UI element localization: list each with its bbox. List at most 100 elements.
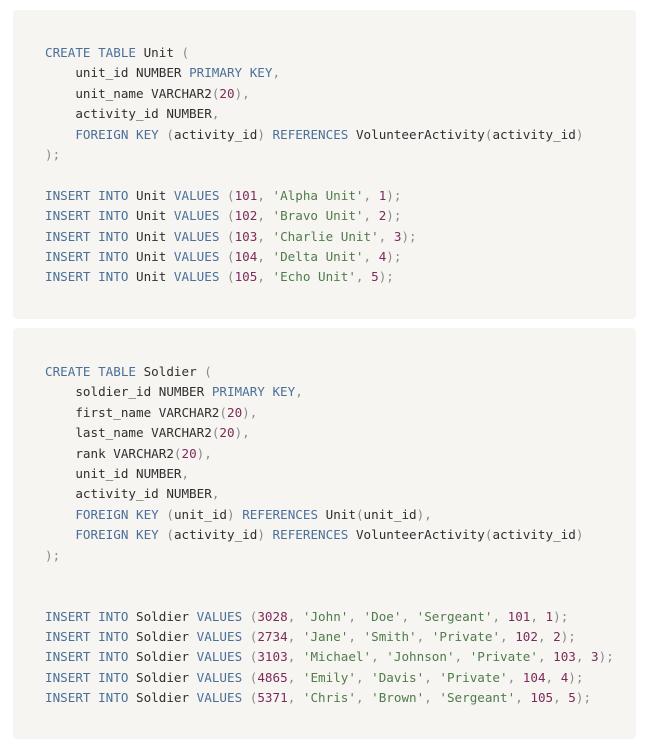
sql-punctuation: ( [355, 506, 364, 522]
sql-number: 5 [371, 269, 379, 285]
sql-punctuation: ) [575, 126, 584, 142]
sql-number: 2 [553, 629, 561, 645]
sql-punctuation: , [424, 669, 440, 685]
sql-number: 3028 [257, 608, 288, 624]
code-block-unit-table[interactable]: CREATE TABLE Unit ( unit_id NUMBER PRIMA… [13, 10, 636, 319]
code-line: CREATE TABLE Soldier ( [45, 362, 636, 382]
sql-punctuation: ); [45, 146, 61, 162]
sql-string: 'Private' [439, 669, 508, 685]
sql-keyword: FOREIGN KEY [75, 126, 159, 142]
sql-identifier: activity_id [173, 126, 258, 142]
sql-identifier: Soldier [128, 608, 197, 624]
sql-punctuation: , [492, 608, 508, 624]
code-line: ); [45, 546, 636, 566]
sql-keyword: FOREIGN KEY [75, 527, 159, 543]
sql-number: 2734 [257, 629, 288, 645]
sql-number: 3 [591, 649, 599, 665]
code-line: FOREIGN KEY (activity_id) REFERENCES Vol… [45, 525, 636, 545]
sql-identifier: Unit [128, 187, 174, 203]
sql-punctuation: ( [227, 187, 235, 203]
sql-punctuation: ), [416, 506, 432, 522]
sql-string: 'Doe' [363, 608, 402, 624]
sql-punctuation: ( [249, 649, 258, 665]
sql-number: 20 [181, 445, 197, 461]
sql-identifier: activity_id NUMBER [45, 486, 212, 502]
sql-identifier: Soldier [128, 690, 197, 706]
sql-string: 'Brown' [371, 690, 425, 706]
sql-punctuation: ), [234, 425, 250, 441]
sql-identifier: Soldier [128, 669, 197, 685]
code-line: CREATE TABLE Unit ( [45, 43, 636, 63]
sql-identifier: unit_id [173, 506, 228, 522]
sql-punctuation: , [295, 384, 303, 400]
sql-identifier [219, 208, 227, 223]
code-block-soldier-table[interactable]: CREATE TABLE Soldier ( soldier_id NUMBER… [13, 328, 636, 739]
sql-keyword: CREATE TABLE [45, 364, 136, 379]
sql-punctuation: , [545, 669, 561, 685]
sql-punctuation: ( [249, 669, 258, 685]
sql-identifier: Soldier [136, 364, 205, 379]
sql-punctuation: , [257, 228, 273, 244]
sql-string: 'Delta Unit' [272, 248, 364, 264]
sql-string: 'Michael' [302, 649, 372, 665]
sql-punctuation: , [287, 629, 303, 645]
sql-number: 101 [507, 608, 531, 624]
sql-keyword: VALUES [196, 608, 243, 624]
sql-punctuation: ), [242, 404, 258, 420]
sql-punctuation: ) [257, 527, 265, 543]
sql-punctuation: ); [598, 649, 614, 665]
sql-punctuation: , [371, 649, 387, 665]
sql-number: 4865 [257, 669, 288, 685]
sql-keyword: INSERT INTO [45, 669, 129, 685]
sql-punctuation: , [287, 608, 303, 624]
sql-keyword: INSERT INTO [45, 649, 129, 665]
sql-keyword: VALUES [196, 649, 243, 665]
sql-identifier [219, 229, 227, 244]
sql-punctuation: ( [484, 527, 493, 543]
sql-keyword: VALUES [173, 269, 220, 285]
sql-keyword: FOREIGN KEY [75, 506, 159, 522]
code-line: INSERT INTO Soldier VALUES (3028, 'John'… [45, 607, 636, 627]
sql-identifier: activity_id [173, 527, 258, 543]
sql-punctuation: ); [386, 248, 402, 264]
sql-number: 101 [234, 187, 258, 203]
code-line: INSERT INTO Unit VALUES (105, 'Echo Unit… [45, 267, 636, 287]
code-line [45, 165, 636, 185]
sql-number: 2 [378, 208, 387, 224]
sql-keyword: INSERT INTO [45, 228, 129, 244]
sql-punctuation: , [355, 690, 372, 706]
sql-identifier [242, 609, 250, 624]
sql-string: 'Sergeant' [439, 690, 516, 706]
sql-punctuation: ); [575, 690, 592, 706]
sql-keyword: REFERENCES [242, 506, 319, 522]
sql-identifier: VolunteerActivity [348, 126, 485, 142]
sql-identifier [242, 629, 250, 644]
sql-number: 20 [226, 404, 243, 420]
sql-number: 1 [545, 608, 554, 624]
sql-punctuation: ); [386, 208, 402, 224]
sql-string: 'Private' [469, 649, 538, 665]
sql-punctuation: ); [401, 228, 417, 244]
sql-punctuation: ) [575, 527, 584, 543]
code-line: INSERT INTO Soldier VALUES (2734, 'Jane'… [45, 627, 636, 647]
sql-punctuation: , [500, 629, 516, 645]
sql-punctuation: , [257, 269, 273, 285]
sql-punctuation: , [287, 669, 303, 685]
sql-keyword: INSERT INTO [45, 608, 129, 624]
sql-punctuation: , [257, 208, 273, 224]
sql-punctuation: , [272, 65, 281, 81]
sql-identifier [45, 127, 75, 142]
code-line: soldier_id NUMBER PRIMARY KEY, [45, 382, 636, 402]
sql-identifier: VolunteerActivity [348, 527, 485, 543]
sql-punctuation: ( [211, 85, 220, 101]
sql-identifier: activity_id NUMBER [45, 106, 212, 122]
sql-keyword: VALUES [173, 208, 220, 224]
sql-punctuation: , [363, 248, 379, 264]
sql-keyword: VALUES [173, 187, 220, 203]
sql-punctuation: , [553, 690, 569, 706]
sql-identifier: Unit [128, 208, 174, 224]
sql-punctuation: ); [553, 608, 569, 624]
code-content: CREATE TABLE Soldier ( soldier_id NUMBER… [45, 328, 636, 709]
sql-number: 102 [234, 208, 258, 224]
sql-punctuation: ), [234, 85, 250, 101]
